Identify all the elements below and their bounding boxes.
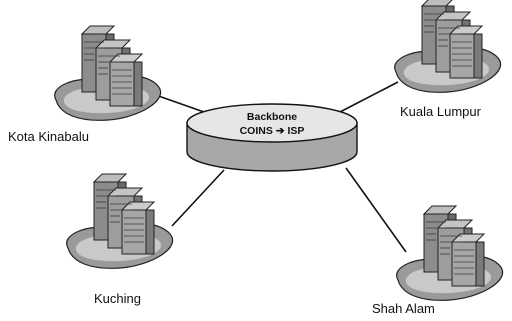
backbone-cylinder-icon: Backbone COINS ➔ ISP <box>186 103 358 172</box>
link-kuching <box>171 169 225 227</box>
building-on-island-icon <box>394 0 502 93</box>
building-on-island-icon <box>396 205 504 301</box>
hub-subtitle: COINS ➔ ISP <box>240 125 305 137</box>
site-label-kota-kinabalu: Kota Kinabalu <box>8 129 89 144</box>
site-kuching: Kuching <box>66 173 174 306</box>
site-kuala-lumpur: Kuala Lumpur <box>394 0 502 119</box>
hub-title: Backbone <box>247 111 297 123</box>
building-on-island-icon <box>66 173 174 269</box>
link-shah-alam <box>345 167 407 253</box>
site-shah-alam: Shah Alam <box>372 205 504 316</box>
site-label-kuching: Kuching <box>94 291 141 306</box>
site-kota-kinabalu: Kota Kinabalu <box>8 25 162 144</box>
site-label-shah-alam: Shah Alam <box>372 301 435 316</box>
site-label-kuala-lumpur: Kuala Lumpur <box>400 104 482 119</box>
building-on-island-icon <box>54 25 162 121</box>
link-kuala-lumpur <box>339 81 399 113</box>
